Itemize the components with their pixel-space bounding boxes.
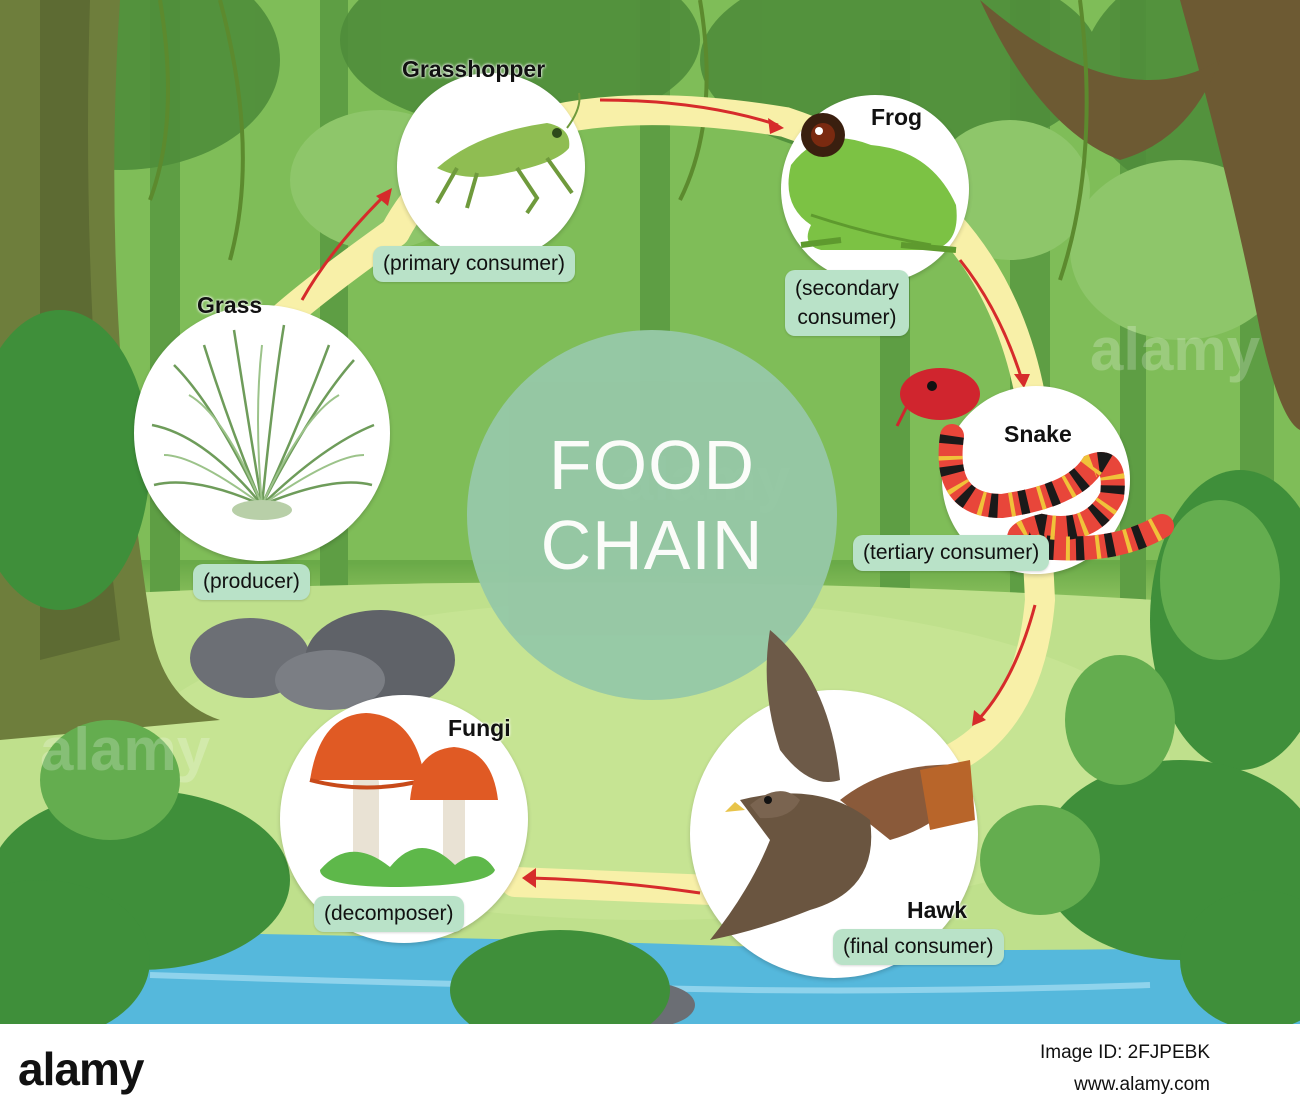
grasshopper-role-label: (primary consumer): [373, 246, 576, 282]
grass-name: Grass: [197, 292, 263, 318]
footer-bar: alamy Image ID: 2FJPEBK www.alamy.com: [0, 1024, 1300, 1113]
arrow-snake-to-hawk: [976, 604, 1037, 722]
grass-node: [134, 305, 390, 561]
grasshopper-node: [397, 73, 585, 261]
frog-role-line-2: consumer): [797, 306, 897, 329]
hawk-role-label: (final consumer): [833, 929, 1004, 965]
title-line-1: FOOD: [548, 426, 756, 504]
frog-role-label: (secondary consumer): [785, 270, 909, 336]
frog-node: [781, 95, 969, 283]
alamy-logo: alamy: [18, 1043, 144, 1095]
snake-name: Snake: [1004, 421, 1072, 447]
fungi-name: Fungi: [448, 715, 511, 741]
hawk-icon: [710, 630, 975, 940]
image-id-text: Image ID: 2FJPEBK: [1039, 1042, 1210, 1063]
site-url-text: www.alamy.com: [1074, 1074, 1210, 1095]
snake-role-label: (tertiary consumer): [853, 535, 1050, 571]
hawk-name: Hawk: [907, 897, 968, 923]
title-line-2: CHAIN: [540, 506, 764, 584]
arrow-grass-to-grasshopper: [300, 194, 386, 301]
frog-name: Frog: [871, 104, 923, 130]
arrow-grasshopper-to-frog: [599, 98, 779, 127]
arrow-hawk-to-fungi: [529, 876, 701, 895]
grass-role-label: (producer): [193, 564, 310, 600]
svg-text:alamy: alamy: [1090, 316, 1261, 383]
svg-text:alamy: alamy: [40, 716, 211, 783]
frog-icon: [788, 113, 957, 253]
fungi-role-label: (decomposer): [314, 896, 464, 932]
food-chain-scene: alamy alamy alamy FOOD CHAIN Gras: [0, 0, 1300, 1024]
grass-icon: [151, 324, 375, 520]
grasshopper-name: Grasshopper: [402, 56, 546, 82]
grasshopper-icon: [435, 92, 581, 215]
arrow-frog-to-snake: [958, 259, 1024, 381]
frog-role-line-1: (secondary: [795, 277, 899, 300]
mushroom-icon: [309, 713, 498, 887]
